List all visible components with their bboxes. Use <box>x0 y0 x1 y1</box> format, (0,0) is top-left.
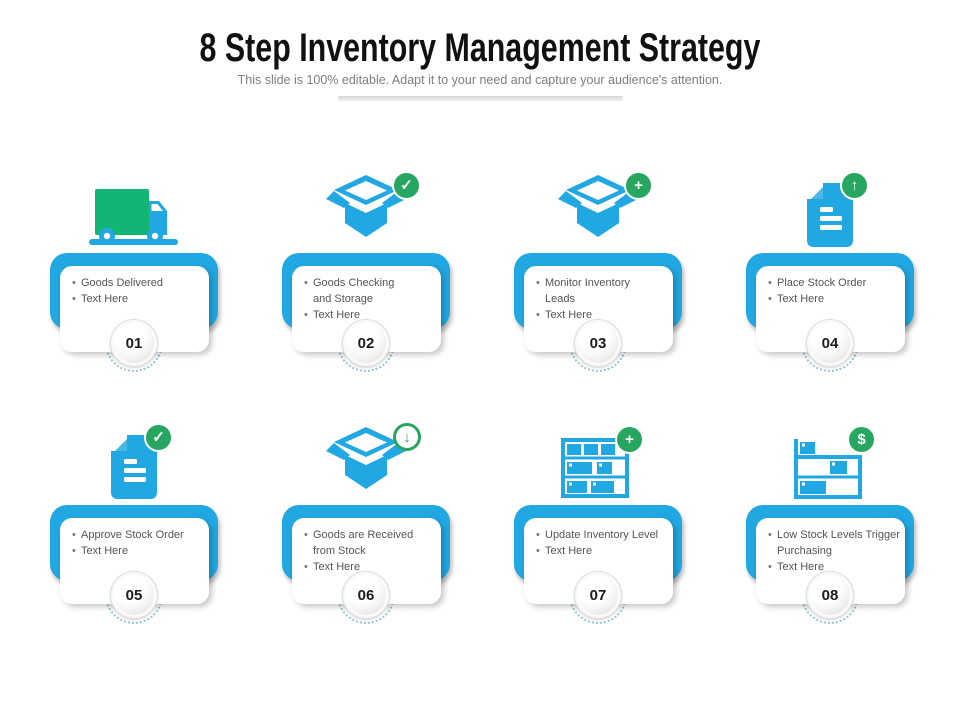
step-card-02: ✓ Goods Checking and Storage Text Here 0… <box>282 171 450 427</box>
step-number-badge: 01 <box>110 319 158 367</box>
bullet-item: Goods Delivered <box>72 275 209 291</box>
step-number-badge: 08 <box>806 571 854 619</box>
bullet-item: Text Here <box>536 307 635 323</box>
plus-circle-icon: + <box>624 171 653 200</box>
check-circle-icon: ✓ <box>392 171 421 200</box>
bullet-item: Approve Stock Order <box>72 527 209 543</box>
page-title: 8 Step Inventory Management Strategy <box>199 26 761 70</box>
step-card-05: ✓ Approve Stock Order Text Here 05 <box>50 423 218 679</box>
document-icon <box>110 434 157 499</box>
open-box-icon <box>326 175 406 237</box>
step-number-badge: 07 <box>574 571 622 619</box>
step-card-03: + Monitor Inventory Leads Text Here 03 <box>514 171 682 427</box>
open-box-icon <box>558 175 638 237</box>
steps-grid: Goods Delivered Text Here 01 ✓ <box>50 171 914 679</box>
arrow-up-circle-icon: ↑ <box>840 171 869 200</box>
bullet-item: Text Here <box>768 559 905 575</box>
page-subtitle: This slide is 100% editable. Adapt it to… <box>237 73 723 87</box>
step-number-badge: 03 <box>574 319 622 367</box>
bullet-item: Text Here <box>304 559 423 575</box>
slide-header: 8 Step Inventory Management Strategy Thi… <box>0 0 960 98</box>
step-card-01: Goods Delivered Text Here 01 <box>50 175 218 427</box>
bullet-item: Goods are Received from Stock <box>304 527 423 559</box>
arrow-down-circle-icon: ↓ <box>393 423 421 451</box>
bullet-item: Text Here <box>768 291 905 307</box>
card-text-panel: Place Stock Order Text Here <box>756 266 905 352</box>
bullet-item: Goods Checking and Storage <box>304 275 397 307</box>
step-card-04: ↑ Place Stock Order Text Here 04 <box>746 171 914 427</box>
step-card-06: ↓ Goods are Received from Stock Text Her… <box>282 423 450 679</box>
step-number-badge: 05 <box>110 571 158 619</box>
bullet-item: Text Here <box>304 307 397 323</box>
step-card-08: $ Low Stock Levels Trigger Purchasing Te… <box>746 425 914 679</box>
bullet-item: Text Here <box>536 543 673 559</box>
bullet-item: Low Stock Levels Trigger Purchasing <box>768 527 905 559</box>
step-number-badge: 06 <box>342 571 390 619</box>
plus-circle-icon: + <box>615 425 644 454</box>
delivery-truck-icon <box>89 189 178 245</box>
bullet-item: Text Here <box>72 543 209 559</box>
header-divider <box>337 96 623 98</box>
low-stock-shelf-icon <box>794 439 862 499</box>
bullet-item: Update Inventory Level <box>536 527 673 543</box>
step-card-07: + Update Inventory Level Text Here 07 <box>514 425 682 679</box>
check-circle-icon: ✓ <box>144 423 173 452</box>
bullet-item: Monitor Inventory Leads <box>536 275 635 307</box>
dollar-circle-icon: $ <box>847 425 876 454</box>
step-number-badge: 02 <box>342 319 390 367</box>
stocked-shelf-icon <box>561 438 629 498</box>
bullet-item: Place Stock Order <box>768 275 905 291</box>
bullet-item: Text Here <box>72 291 209 307</box>
open-box-icon <box>326 427 406 489</box>
document-icon <box>806 182 853 247</box>
step-number-badge: 04 <box>806 319 854 367</box>
